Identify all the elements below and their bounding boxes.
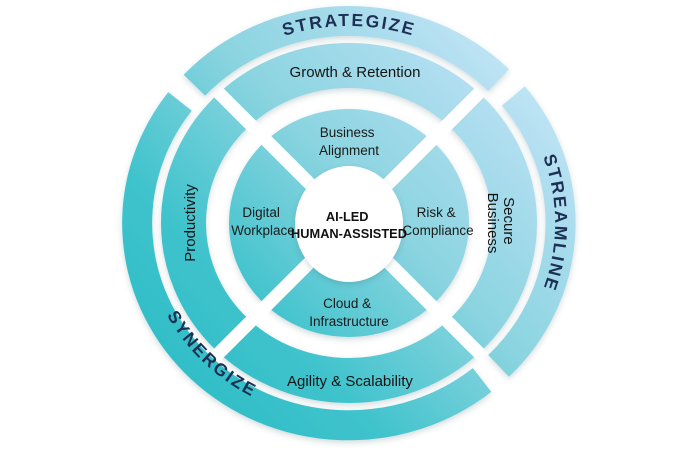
outer-arc-synergize bbox=[122, 92, 492, 441]
ring-label-productivity: Productivity bbox=[182, 184, 199, 262]
ring-label-growth-retention: Growth & Retention bbox=[290, 64, 421, 81]
center-label-ai-led: AI-LED HUMAN-ASSISTED bbox=[291, 209, 407, 241]
middle-ring bbox=[161, 43, 537, 403]
ring-label-agility-scalability: Agility & Scalability bbox=[287, 373, 413, 390]
quadrant-label-business-alignment: Business Alignment bbox=[319, 125, 379, 158]
outer-arc-strategize bbox=[183, 5, 509, 96]
outer-arc-streamline bbox=[488, 86, 576, 377]
quadrant-label-digital-workplace: Digital Workplace bbox=[231, 205, 295, 238]
quadrant-label-risk-compliance: Risk & Compliance bbox=[402, 205, 473, 238]
quadrant-label-cloud-infrastructure: Cloud & Infrastructure bbox=[309, 296, 389, 329]
center-circle bbox=[295, 166, 403, 282]
ring-label-secure-business: Secure Business bbox=[484, 193, 517, 254]
